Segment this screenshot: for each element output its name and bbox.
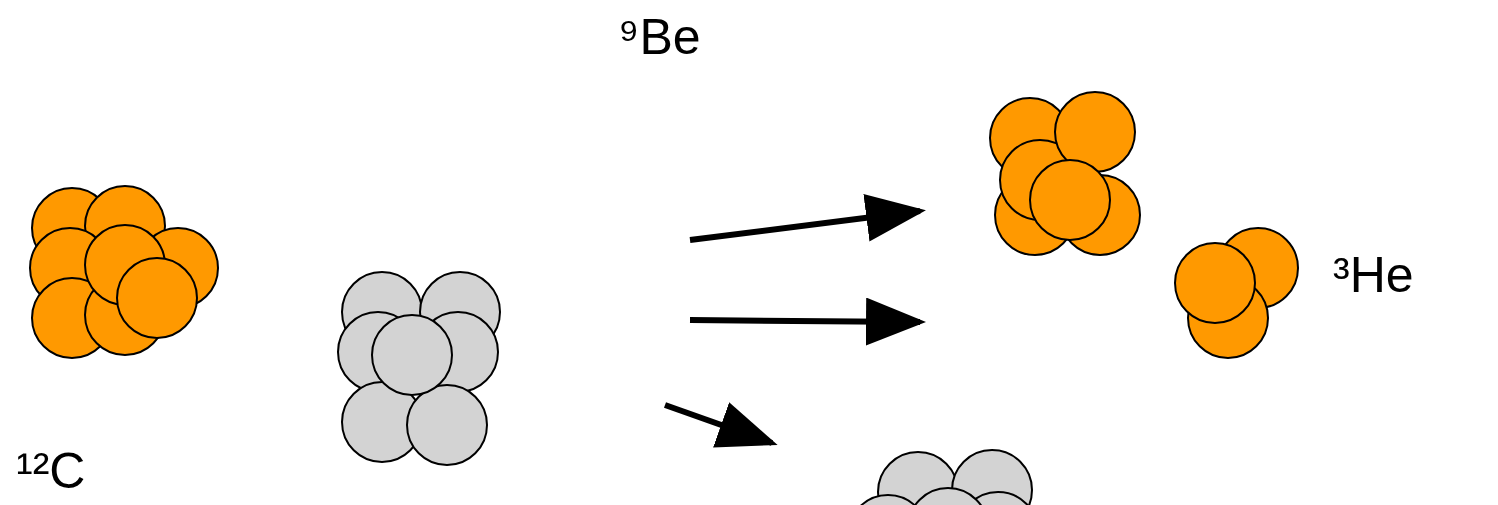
helium-nucleus — [1175, 228, 1298, 358]
projectile-nucleus — [338, 272, 500, 465]
reaction-arrows — [665, 211, 920, 443]
beryllium-nucleus — [990, 92, 1140, 255]
nucleus-label: ⁹Be — [618, 12, 701, 62]
nucleus-label: ¹²C — [16, 446, 85, 496]
outgoing-nucleus — [848, 450, 1038, 505]
nucleus-label: ³He — [1333, 250, 1414, 300]
carbon-nucleus — [30, 186, 218, 358]
